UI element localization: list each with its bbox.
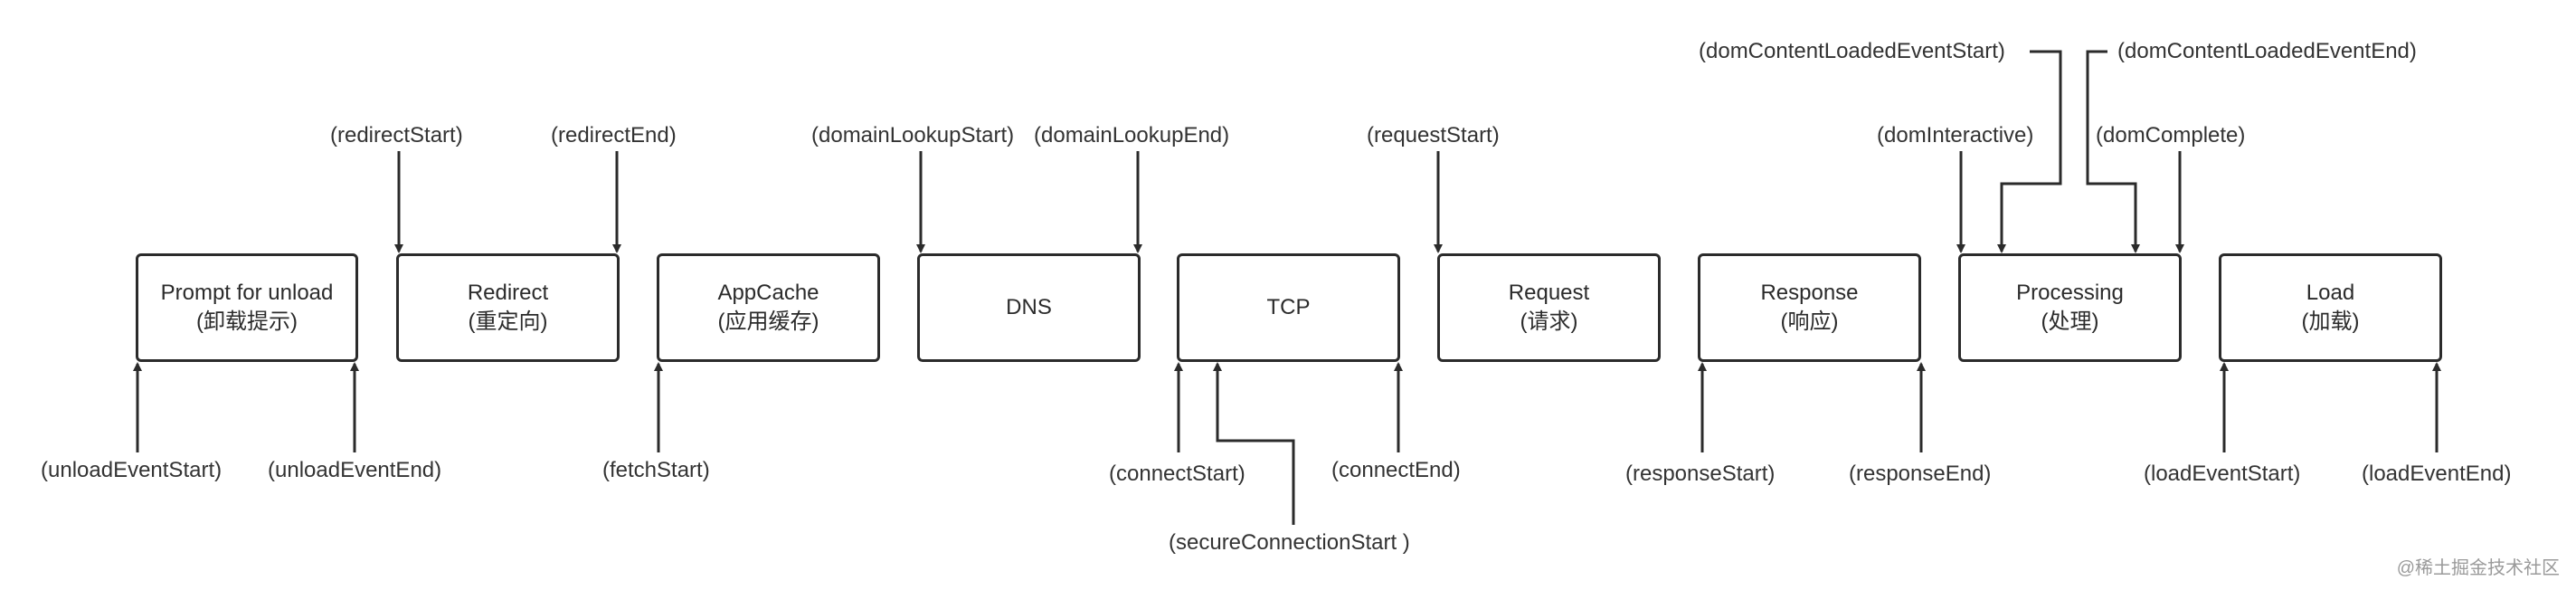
label-responseEnd: (responseEnd) [1849,462,1992,486]
label-redirectEnd: (redirectEnd) [551,123,677,148]
stage-request: Request (请求) [1437,253,1661,362]
arrow-domContentLoadedEventEnd [2086,50,2140,253]
stage-subtitle: (加载) [2301,309,2360,334]
arrow-secureConnectionStart [1213,362,1295,525]
label-domainLookupStart: (domainLookupStart) [811,123,1015,148]
label-loadEventEnd: (loadEventEnd) [2362,462,2512,486]
label-connectStart: (connectStart) [1109,462,1245,486]
label-loadEventStart: (loadEventStart) [2144,462,2301,486]
label-domContentLoadedEventStart: (domContentLoadedEventStart) [1699,39,2005,63]
stage-title: Response [1760,281,1859,305]
label-domainLookupEnd: (domainLookupEnd) [1034,123,1230,148]
stage-subtitle: (响应) [1780,309,1839,334]
stage-subtitle: (应用缓存) [717,309,819,334]
stage-subtitle: (重定向) [468,309,548,334]
stage-redirect: Redirect (重定向) [396,253,620,362]
stage-title: Load [2306,281,2355,305]
stage-subtitle: (请求) [1520,309,1578,334]
watermark: @稀土掘金技术社区 [2396,558,2560,578]
label-requestStart: (requestStart) [1367,123,1500,148]
label-redirectStart: (redirectStart) [330,123,463,148]
label-unloadEventEnd: (unloadEventEnd) [268,458,442,482]
stage-title: Prompt for unload [160,281,334,305]
stage-tcp: TCP [1177,253,1400,362]
label-responseStart: (responseStart) [1625,462,1776,486]
stage-title: Request [1508,281,1590,305]
stage-appcache: AppCache (应用缓存) [657,253,880,362]
stage-title: DNS [1006,295,1052,319]
stage-load: Load (加载) [2219,253,2442,362]
stage-title: AppCache [717,281,819,305]
label-fetchStart: (fetchStart) [602,458,710,482]
stage-title: Processing [2016,281,2124,305]
stage-dns: DNS [917,253,1141,362]
arrow-domContentLoadedEventStart [1997,50,2062,253]
stage-subtitle: (卸载提示) [196,309,298,334]
label-domContentLoadedEventEnd: (domContentLoadedEventEnd) [2117,39,2417,63]
label-domInteractive: (domInteractive) [1877,123,2034,148]
stage-response: Response (响应) [1698,253,1921,362]
stage-title: Redirect [467,281,549,305]
label-connectEnd: (connectEnd) [1331,458,1461,482]
label-unloadEventStart: (unloadEventStart) [41,458,223,482]
label-domComplete: (domComplete) [2096,123,2246,148]
stage-processing: Processing (处理) [1958,253,2182,362]
label-secureConnectionStart: (secureConnectionStart ) [1169,530,1410,555]
stage-prompt-for-unload: Prompt for unload (卸载提示) [136,253,358,362]
stage-title: TCP [1266,295,1311,319]
stage-subtitle: (处理) [2041,309,2099,334]
